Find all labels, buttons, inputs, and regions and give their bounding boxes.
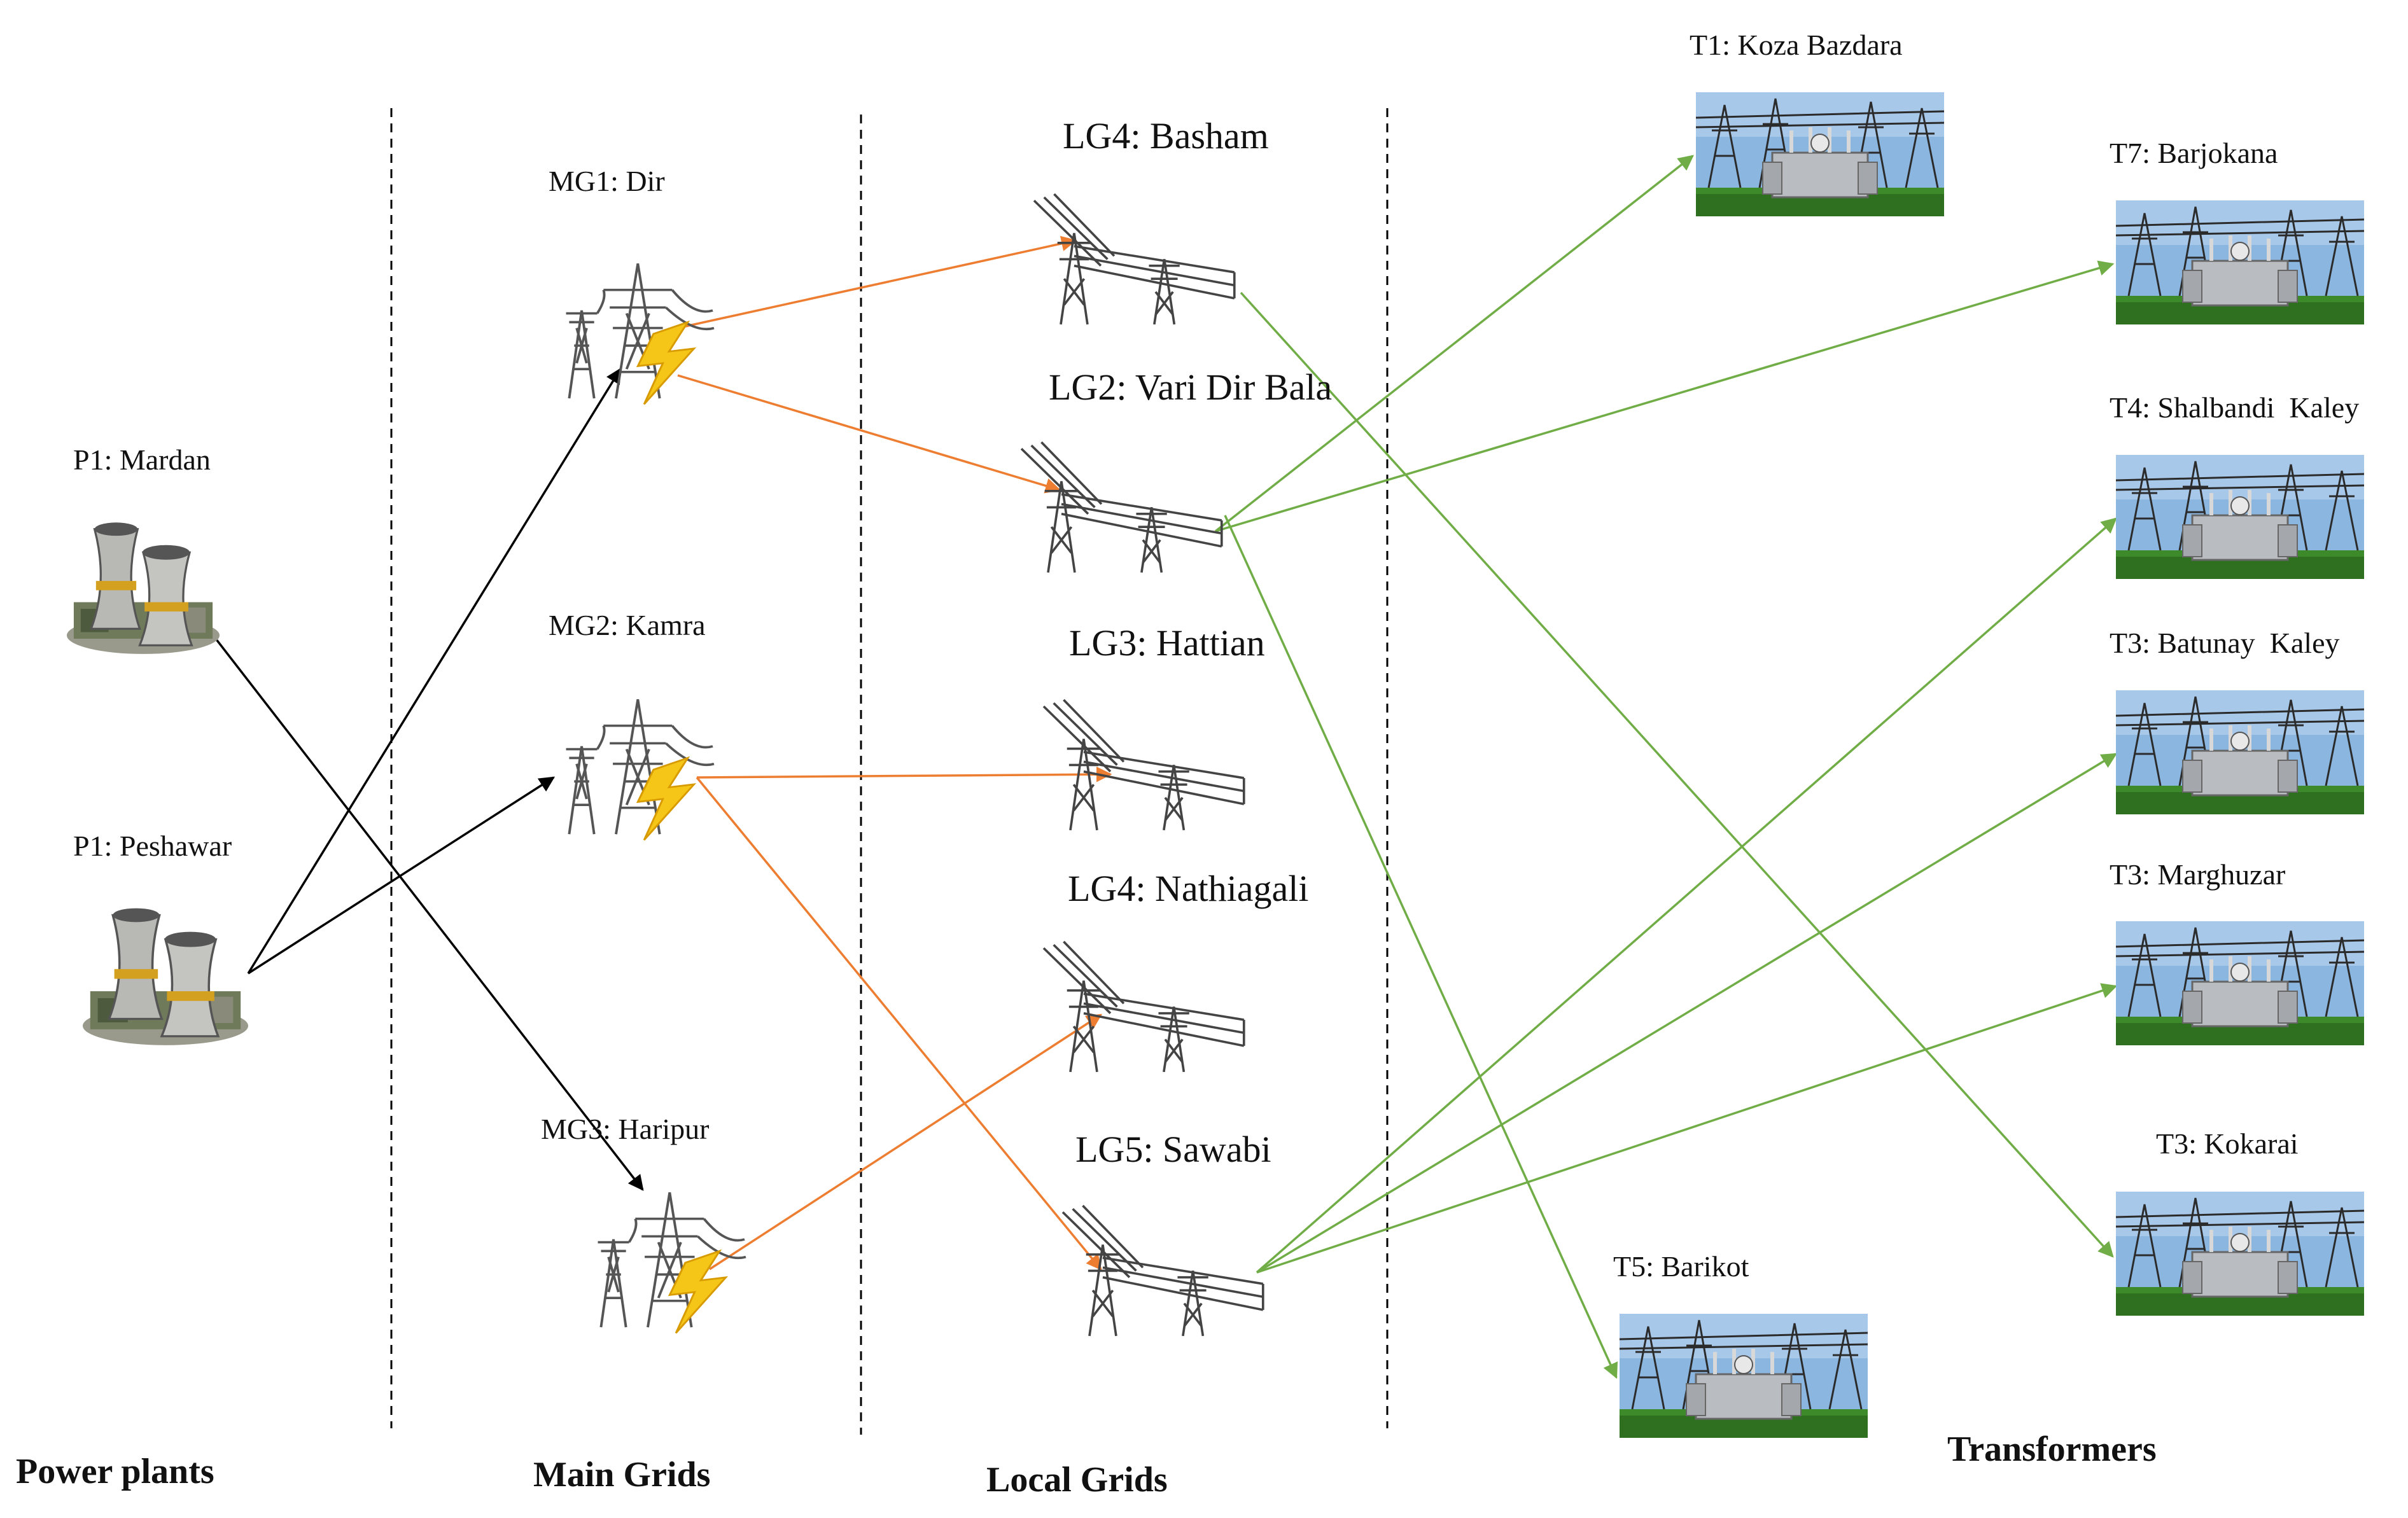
column-label-power-plants: Power plants: [16, 1452, 214, 1491]
transformer-label-koza-bazdara: T1: Koza Bazdara: [1690, 29, 1903, 61]
connection-arrow-mg1-to-lg_basham: [664, 235, 1077, 332]
connection-arrow-lg_vari-to-t_koza: [1214, 155, 1694, 533]
local-grid-label-vari-dir-bala: LG2: Vari Dir Bala: [1049, 366, 1333, 408]
transformer-label-shalbandi-kaley: T4: Shalbandi Kaley: [2110, 391, 2360, 424]
substation-transformer-photo: [1620, 1314, 1868, 1438]
column-label-main-grids: Main Grids: [533, 1455, 711, 1494]
transmission-tower-lightning-icon: [596, 1191, 747, 1335]
power-plant-cooling-towers-icon: [66, 521, 221, 655]
substation-transformer-photo: [2116, 690, 2364, 814]
node-icons: [66, 92, 2364, 1438]
transmission-tower-lightning-icon: [564, 262, 715, 406]
power-line-towers-icon: [1020, 441, 1223, 574]
main-grid-label-dir: MG1: Dir: [549, 165, 665, 197]
column-label-local-grids: Local Grids: [986, 1460, 1168, 1500]
plant-label-mardan: P1: Mardan: [73, 443, 211, 476]
transformer-label-marghuzar: T3: Marghuzar: [2110, 858, 2286, 891]
connection-arrow-mg2-to-lg_hattian: [696, 766, 1112, 783]
power-line-towers-icon: [1033, 193, 1236, 326]
transformer-label-barjokana: T7: Barjokana: [2110, 137, 2278, 169]
connection-arrow-lg_basham-to-t_kokarai: [1240, 291, 2114, 1258]
substation-transformer-photo: [1696, 92, 1944, 216]
plant-label-peshawar: P1: Peshawar: [73, 830, 232, 862]
power-line-towers-icon: [1061, 1204, 1264, 1337]
transformer-label-barikot: T5: Barikot: [1613, 1250, 1749, 1283]
connection-arrow-mg1-to-lg_vari: [677, 374, 1061, 494]
local-grid-label-sawabi: LG5: Sawabi: [1075, 1129, 1271, 1170]
local-grid-label-hattian: LG3: Hattian: [1069, 622, 1265, 664]
main-grid-label-haripur: MG3: Haripur: [541, 1113, 710, 1145]
connection-arrow-lg_sawabi-to-t_shalbandi: [1256, 517, 2117, 1274]
local-grid-label-basham: LG4: Basham: [1063, 115, 1269, 157]
transformer-label-kokarai: T3: Kokarai: [2156, 1127, 2299, 1160]
power-line-towers-icon: [1042, 699, 1245, 832]
connection-arrow-p2-to-mg1: [247, 367, 622, 974]
connection-arrows: [193, 155, 2118, 1379]
connection-arrow-p1-to-mg3: [193, 609, 644, 1191]
power-plant-cooling-towers-icon: [81, 907, 249, 1047]
connection-arrow-p2-to-mg2: [248, 776, 556, 975]
transmission-tower-lightning-icon: [564, 698, 715, 842]
connection-arrow-lg_sawabi-to-t_batunay: [1256, 753, 2118, 1274]
main-grid-label-kamra: MG2: Kamra: [549, 609, 706, 641]
power-line-towers-icon: [1042, 940, 1245, 1073]
connection-arrow-lg_sawabi-to-t_marghuzar: [1256, 983, 2118, 1274]
substation-transformer-photo: [2116, 1192, 2364, 1316]
connection-arrow-lg_vari-to-t_barjokana: [1215, 260, 2115, 533]
substation-transformer-photo: [2116, 200, 2364, 324]
column-label-transformers: Transformers: [1947, 1430, 2157, 1469]
substation-transformer-photo: [2116, 921, 2364, 1045]
local-grid-label-nathiagali: LG4: Nathiagali: [1068, 868, 1309, 909]
connection-arrow-lg_vari-to-t_barikot: [1224, 515, 1618, 1379]
substation-transformer-photo: [2116, 455, 2364, 579]
column-dividers: [390, 108, 1389, 1435]
connection-arrow-mg3-to-lg_nathia: [709, 1013, 1103, 1271]
transformer-label-batunay-kaley: T3: Batunay Kaley: [2110, 627, 2340, 659]
connection-arrow-mg2-to-lg_sawabi: [696, 776, 1102, 1271]
